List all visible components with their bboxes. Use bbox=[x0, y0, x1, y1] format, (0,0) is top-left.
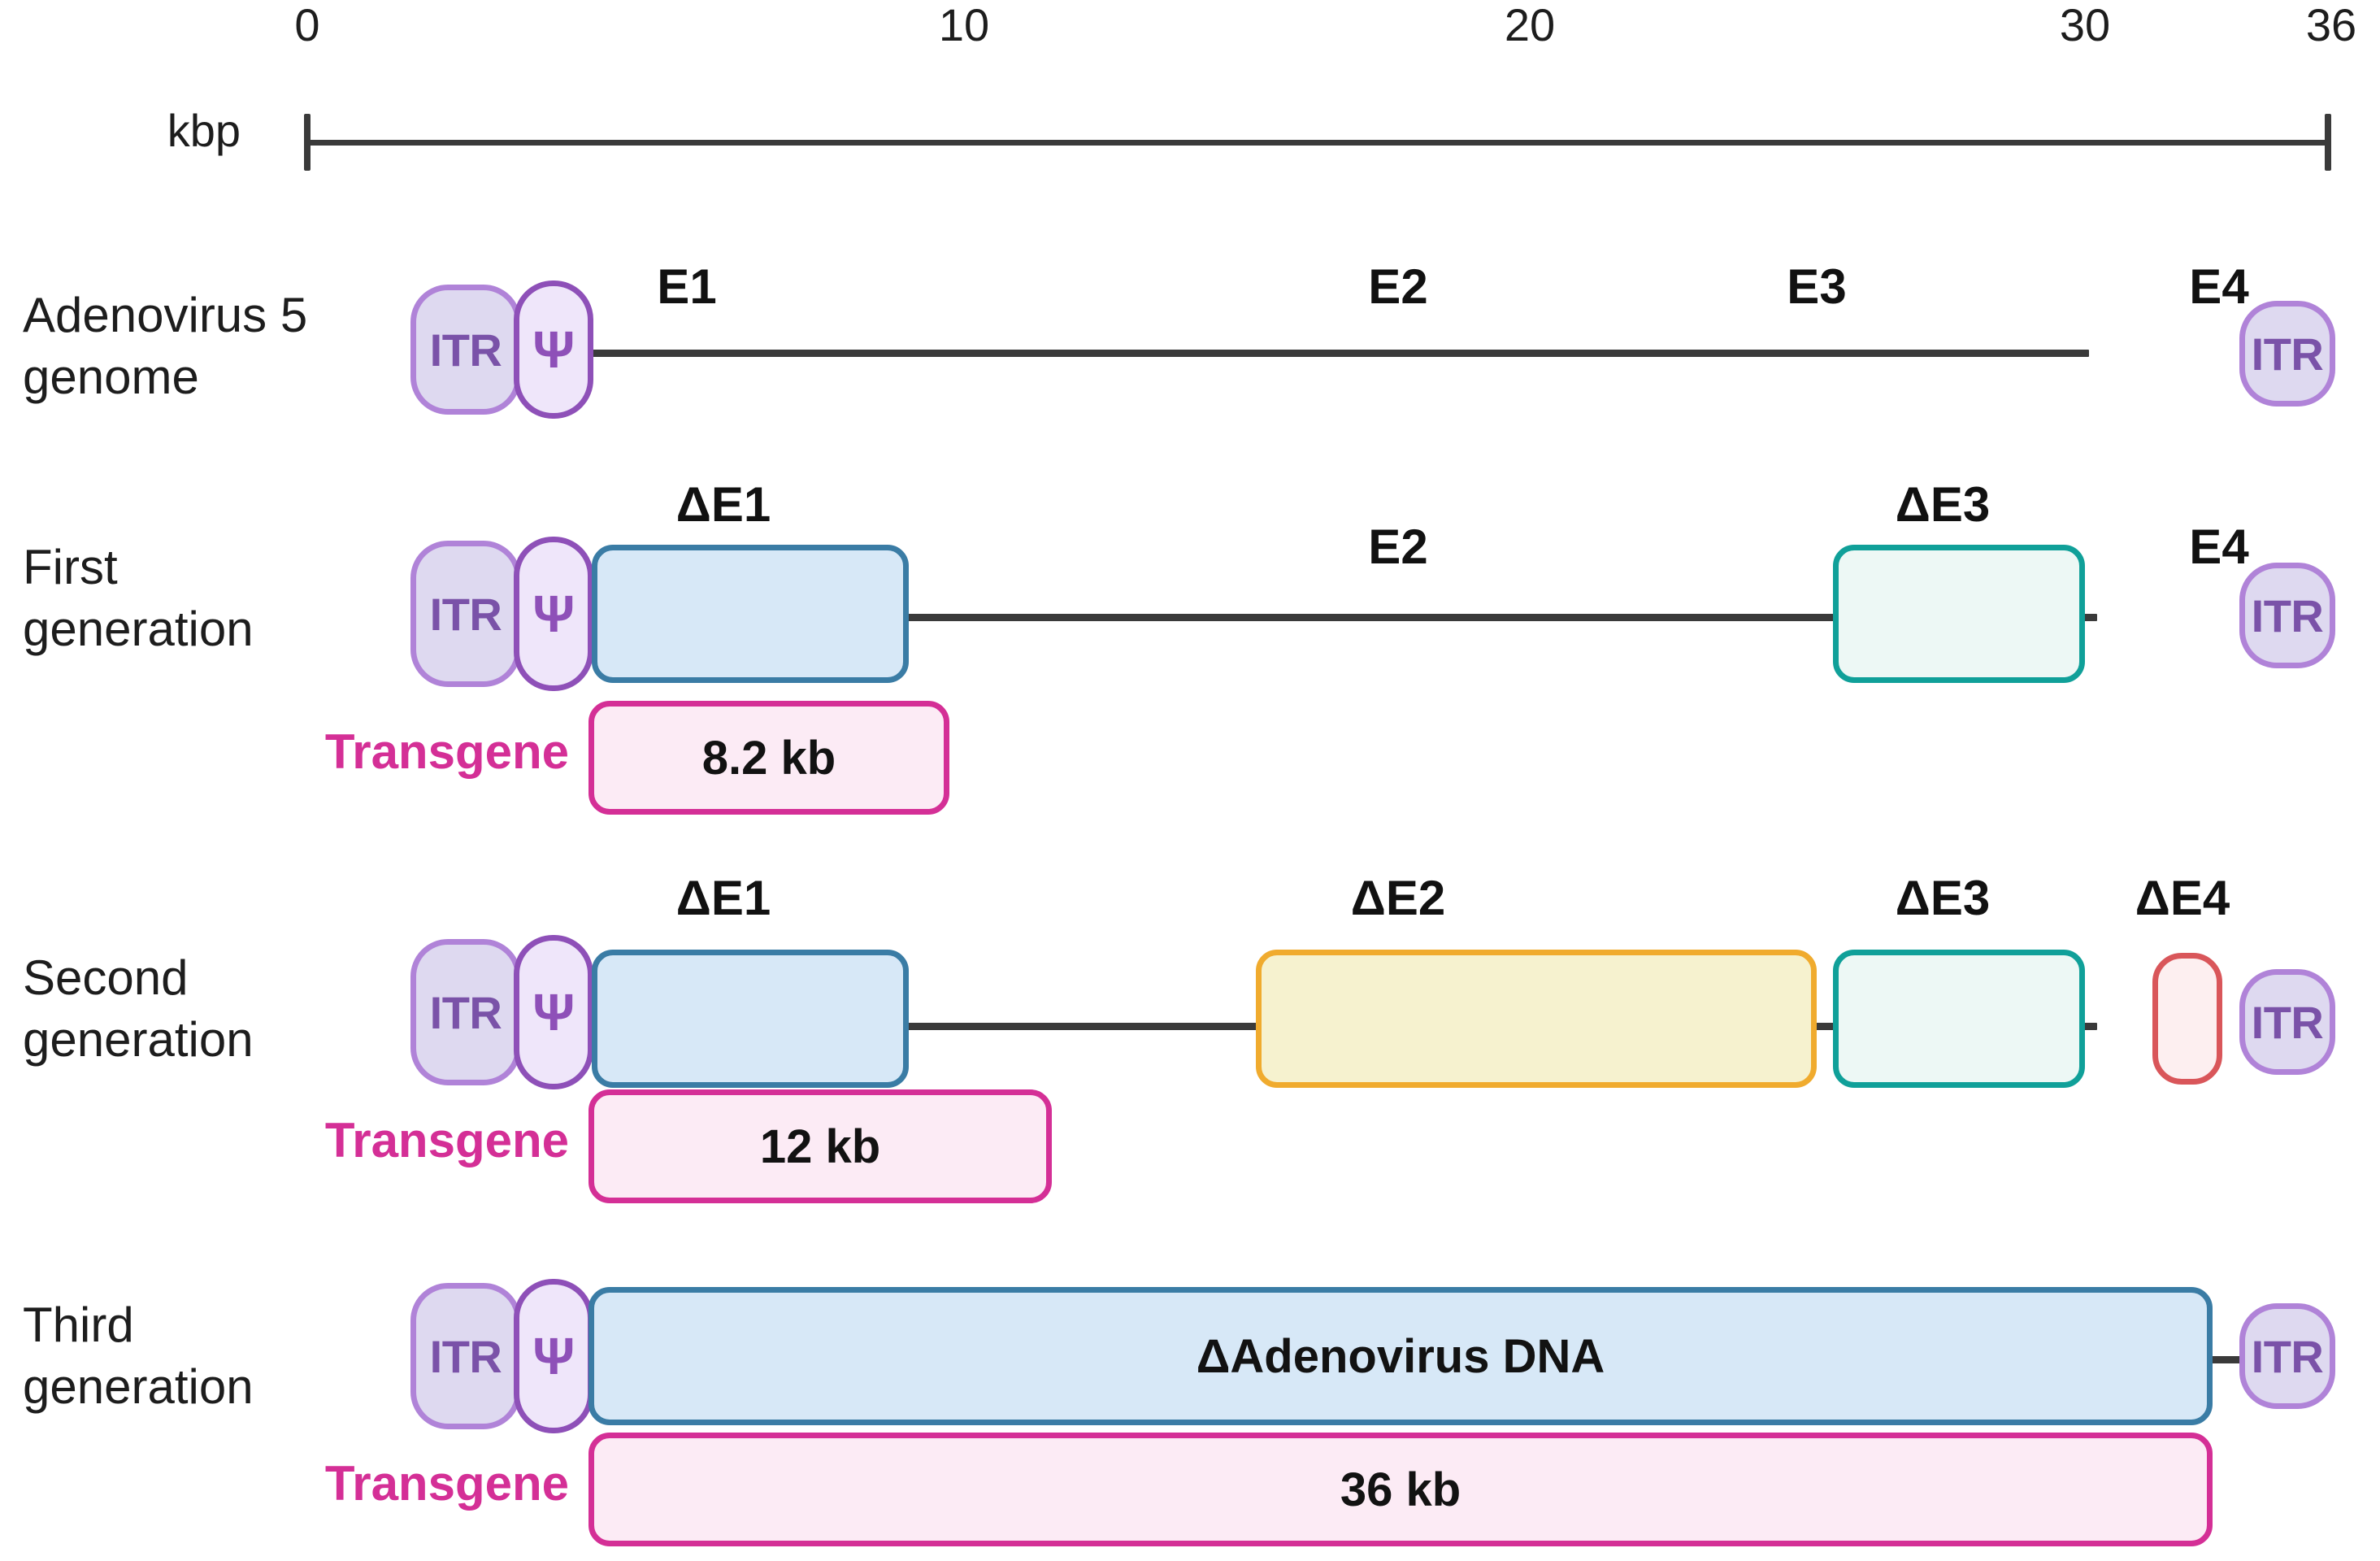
kbp-ruler: kbp 0 10 20 30 36 bbox=[0, 0, 2380, 187]
transgene-box-third-generation: 36 kb bbox=[588, 1433, 2213, 1546]
row-label-first-generation: First generation bbox=[23, 540, 254, 656]
backbone-first-generation bbox=[569, 614, 2097, 621]
psi-second-generation: Ψ bbox=[514, 935, 593, 1089]
itr-right-adenovirus5: ITR bbox=[2239, 301, 2335, 407]
gene-box-de3-second-generation bbox=[1833, 950, 2085, 1088]
itr-left-adenovirus5: ITR bbox=[410, 285, 521, 415]
axis-tick-20: 20 bbox=[1504, 0, 1556, 50]
gene-caption-e3: E3 bbox=[1787, 259, 1847, 314]
gene-caption-e2: E2 bbox=[1368, 259, 1428, 314]
gene-box-de4-second-generation bbox=[2152, 953, 2222, 1085]
axis-end-cap bbox=[2325, 114, 2331, 171]
axis-tick-36: 36 bbox=[2305, 0, 2357, 50]
gene-caption-de1-second: ΔE1 bbox=[675, 871, 771, 925]
itr-left-third-generation: ITR bbox=[410, 1283, 521, 1429]
gene-caption-e4: E4 bbox=[2189, 259, 2249, 314]
transgene-label-first-generation: Transgene bbox=[324, 724, 569, 779]
gene-box-de2-second-generation bbox=[1256, 950, 1817, 1088]
itr-right-first-generation: ITR bbox=[2239, 563, 2335, 668]
psi-adenovirus5: Ψ bbox=[514, 280, 593, 419]
row-label-adenovirus5: Adenovirus 5 genome bbox=[23, 288, 308, 404]
axis-tick-30: 30 bbox=[2059, 0, 2111, 50]
gene-caption-e1: E1 bbox=[657, 259, 717, 314]
axis-tick-10: 10 bbox=[938, 0, 990, 50]
gene-box-de1-first-generation bbox=[592, 545, 909, 683]
axis-line bbox=[307, 140, 2331, 146]
row-label-third-generation: Third generation bbox=[23, 1298, 254, 1414]
backbone-adenovirus5 bbox=[561, 350, 2089, 357]
itr-left-first-generation: ITR bbox=[410, 541, 521, 687]
gene-box-de1-second-generation bbox=[592, 950, 909, 1088]
gene-box-adenovirus-dna-third-generation: ΔAdenovirus DNA bbox=[588, 1287, 2213, 1425]
gene-box-de3-first-generation bbox=[1833, 545, 2085, 683]
psi-first-generation: Ψ bbox=[514, 537, 593, 691]
itr-left-second-generation: ITR bbox=[410, 939, 521, 1085]
gene-caption-de1-first: ΔE1 bbox=[675, 477, 771, 532]
itr-right-third-generation: ITR bbox=[2239, 1303, 2335, 1409]
transgene-box-first-generation: 8.2 kb bbox=[588, 701, 949, 815]
transgene-label-third-generation: Transgene bbox=[324, 1456, 569, 1511]
itr-right-second-generation: ITR bbox=[2239, 969, 2335, 1075]
transgene-label-second-generation: Transgene bbox=[324, 1113, 569, 1167]
gene-caption-de4-second: ΔE4 bbox=[2135, 871, 2230, 925]
gene-caption-e4-first: E4 bbox=[2189, 520, 2249, 574]
gene-caption-e2-first: E2 bbox=[1368, 520, 1428, 574]
gene-caption-de2-second: ΔE2 bbox=[1350, 871, 1446, 925]
gene-caption-de3-second: ΔE3 bbox=[1895, 871, 1991, 925]
axis-unit-label: kbp bbox=[167, 105, 241, 156]
row-label-second-generation: Second generation bbox=[23, 950, 254, 1067]
transgene-box-second-generation: 12 kb bbox=[588, 1089, 1052, 1203]
axis-tick-0: 0 bbox=[294, 0, 320, 50]
axis-start-cap bbox=[304, 114, 311, 171]
gene-caption-de3-first: ΔE3 bbox=[1895, 477, 1991, 532]
psi-third-generation: Ψ bbox=[514, 1279, 593, 1433]
